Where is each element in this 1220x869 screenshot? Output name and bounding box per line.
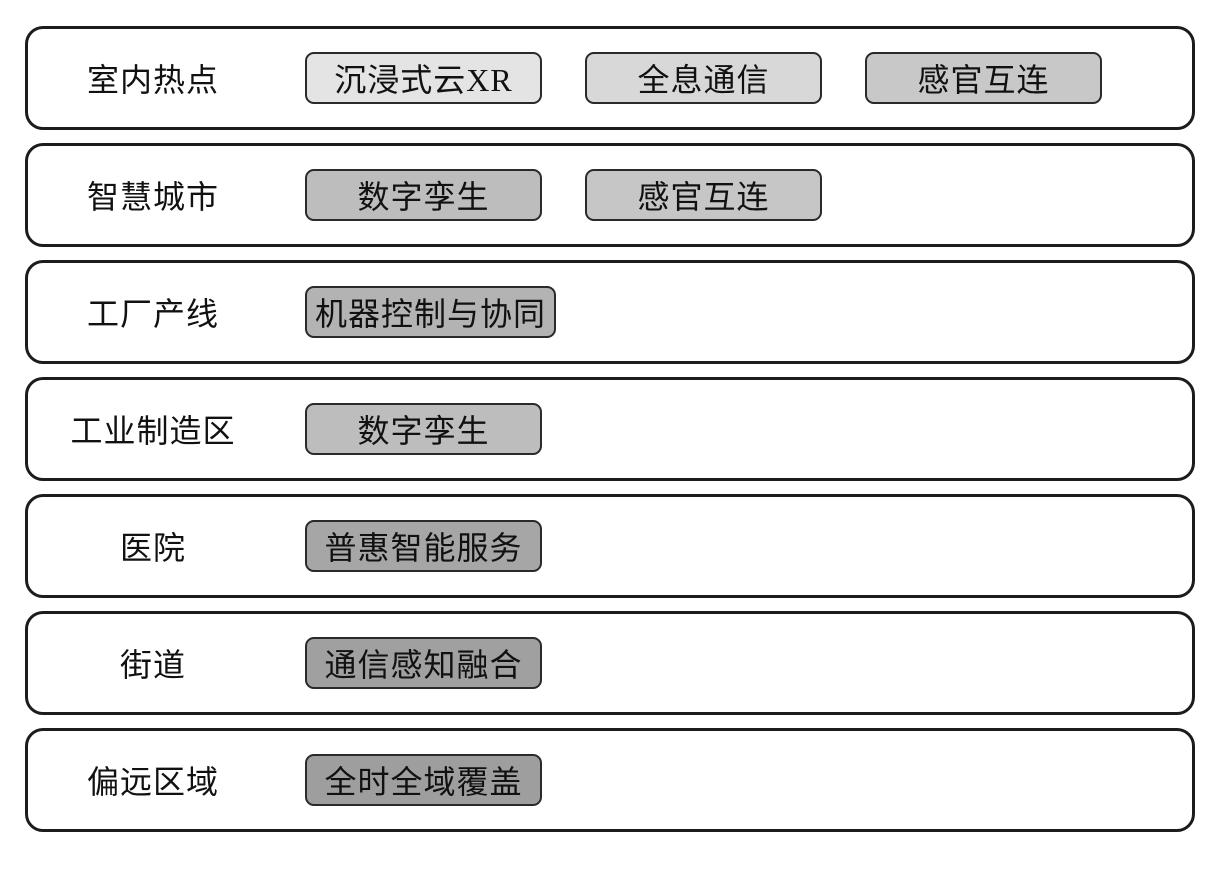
- scenario-row-hospital: 医院 普惠智能服务: [25, 494, 1195, 598]
- scenario-row-industrial-zone: 工业制造区 数字孪生: [25, 377, 1195, 481]
- scenario-label: 室内热点: [86, 62, 219, 98]
- scenario-label: 工业制造区: [70, 413, 236, 449]
- capability-tag: 机器控制与协同: [305, 286, 557, 338]
- scenario-row-remote-area: 偏远区域 全时全域覆盖: [25, 728, 1195, 832]
- scenario-label: 工厂产线: [86, 296, 219, 332]
- capability-tag: 感官互连: [585, 169, 822, 221]
- capability-tag: 全时全域覆盖: [305, 754, 542, 806]
- capability-tag: 全息通信: [585, 52, 822, 104]
- capability-tag-group: 普惠智能服务: [305, 520, 542, 572]
- capability-tag-group: 数字孪生: [305, 403, 542, 455]
- capability-tag: 数字孪生: [305, 403, 542, 455]
- scenario-row-smart-city: 智慧城市 数字孪生 感官互连: [25, 143, 1195, 247]
- capability-tag: 沉浸式云XR: [305, 52, 542, 104]
- scenario-row-factory-line: 工厂产线 机器控制与协同: [25, 260, 1195, 364]
- capability-tag-group: 通信感知融合: [305, 637, 542, 689]
- capability-tag: 通信感知融合: [305, 637, 542, 689]
- scenario-label: 智慧城市: [86, 179, 219, 215]
- scenario-label: 街道: [119, 647, 186, 683]
- capability-tag: 普惠智能服务: [305, 520, 542, 572]
- capability-tag-group: 全时全域覆盖: [305, 754, 542, 806]
- capability-tag-group: 机器控制与协同: [305, 286, 557, 338]
- scenario-label: 医院: [119, 530, 186, 566]
- capability-tag-group: 沉浸式云XR 全息通信 感官互连: [305, 52, 1102, 104]
- capability-tag: 感官互连: [865, 52, 1102, 104]
- scenario-row-indoor-hotspot: 室内热点 沉浸式云XR 全息通信 感官互连: [25, 26, 1195, 130]
- scenario-row-street: 街道 通信感知融合: [25, 611, 1195, 715]
- scenario-label: 偏远区域: [86, 764, 219, 800]
- capability-tag: 数字孪生: [305, 169, 542, 221]
- capability-tag-group: 数字孪生 感官互连: [305, 169, 822, 221]
